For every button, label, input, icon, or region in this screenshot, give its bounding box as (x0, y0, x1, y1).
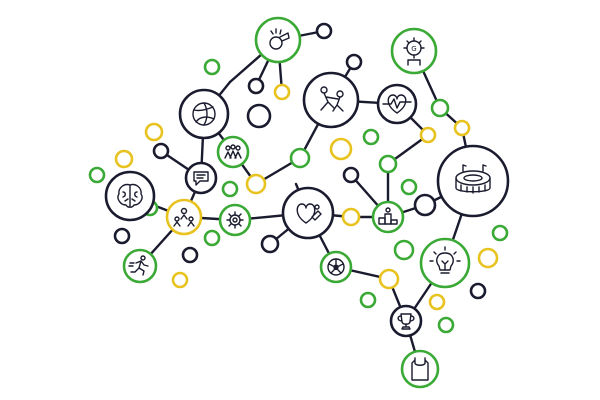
gear-person-icon-node: G (390, 27, 438, 75)
whistle-icon-node (254, 16, 302, 64)
lightbulb-icon-node (419, 237, 471, 289)
trophy-icon-node (389, 304, 423, 338)
svg-text:G: G (411, 45, 416, 53)
whistle-icon (269, 28, 290, 50)
chat-icon-node (184, 161, 218, 195)
lightbulb-icon (429, 246, 461, 274)
stadium-icon-node (436, 144, 510, 218)
group-icon (173, 207, 195, 227)
podium-icon-node (371, 200, 405, 234)
heartbeat-icon-node (376, 83, 418, 125)
team-icon-node (216, 135, 250, 169)
volleyball-icon-node (178, 88, 230, 140)
soccer-ball-icon-node (319, 250, 353, 284)
group-icon-node (165, 198, 203, 236)
gear-icon-node (218, 203, 252, 237)
soccer-ball-icon (327, 258, 345, 276)
runner-icon-node (122, 248, 158, 284)
team-icon (224, 144, 242, 159)
runner-icon (128, 255, 149, 276)
trophy-icon (397, 313, 415, 330)
wrestling-icon-node (302, 71, 360, 129)
gear-icon (226, 211, 244, 229)
chat-icon (193, 171, 209, 186)
singlet-icon (411, 357, 429, 381)
gear-person-icon: G (403, 37, 425, 66)
heart-hand-icon-node (281, 186, 335, 240)
heart-hand-icon (296, 203, 322, 224)
wrestling-icon (320, 86, 344, 112)
brain-icon (117, 183, 143, 208)
heartbeat-icon (382, 94, 412, 114)
stadium-icon (455, 164, 491, 194)
singlet-icon-node (400, 349, 440, 389)
brain-icon-node (104, 170, 156, 222)
volleyball-icon (192, 102, 216, 126)
podium-icon (378, 207, 398, 225)
